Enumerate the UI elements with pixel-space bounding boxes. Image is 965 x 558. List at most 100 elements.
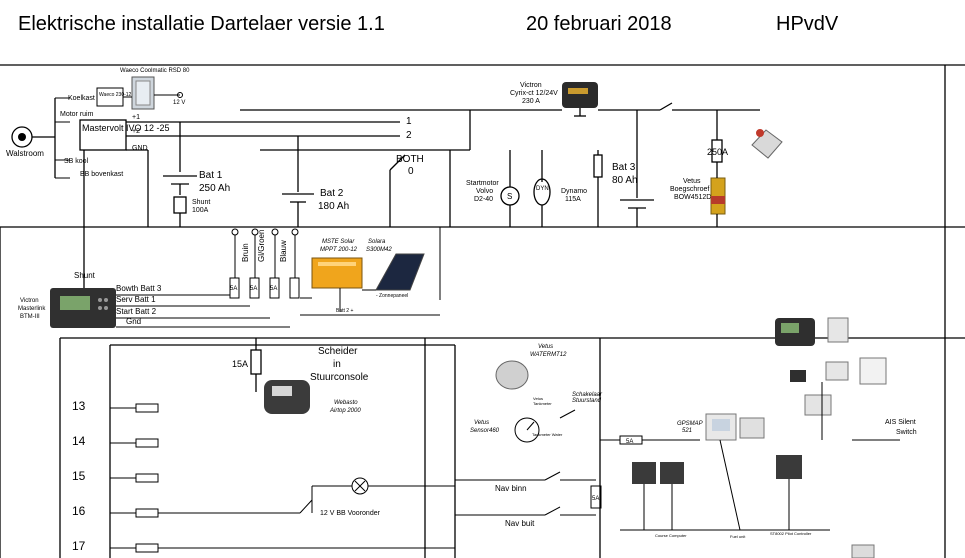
sensor-model-label: Sensor460 (470, 428, 500, 434)
fuse-15a-label: 15A (232, 359, 248, 369)
solar-batt2: Batt 2 + (336, 308, 353, 314)
d240-label: D2-40 (474, 196, 493, 203)
waeco-12v-label: 12 V (173, 100, 185, 106)
fuel-unit-label: Fuel unit (730, 534, 746, 539)
bat3-capacity: 80 Ah (612, 175, 638, 186)
waeco-title: Waeco Coolmatic RSD 80 (120, 68, 190, 74)
cyrix-rating: 230 A (522, 98, 540, 105)
console-line3: Stuurconsole (310, 372, 369, 383)
helm-switch: Schakelaar Stuurstand 5A (559, 392, 700, 445)
charger-box (79, 119, 127, 151)
plotter-icon (859, 357, 887, 385)
battery-switch: 1 2 BOTH 0 (240, 109, 471, 227)
monitor-name: Masterlink (18, 306, 46, 312)
fuse-solar (289, 277, 300, 299)
navigation: Nav binn Nav buit 5A GPSMAP 521 AIS Sile… (455, 317, 917, 558)
circuit-15: 15 (72, 469, 86, 483)
bat2-label: Bat 2 (320, 188, 344, 199)
bow-thruster: 250A Vetus Boegschroef BOW4512D (670, 110, 783, 227)
cyrix-relay-icon (562, 82, 598, 108)
nav-buit-label: Nav buit (505, 519, 535, 528)
startmotor-s: S (507, 192, 512, 201)
nav-fuse (590, 485, 602, 509)
fuse-b-label: 5A (250, 286, 257, 292)
fuse-15a (250, 349, 262, 375)
monitor-bowth: Bowth Batt 3 (116, 284, 162, 293)
circuit-16: 16 (72, 504, 86, 518)
charger-plus1: +1 (132, 114, 140, 121)
cyrix-model: Cyrix-ct 12/24V (510, 90, 558, 97)
shunt-box (173, 196, 187, 214)
koelkast-label: Koelkast (68, 95, 95, 102)
waeco-box-label: Waeco 230-12 (99, 92, 132, 98)
batteries: Bat 1 250 Ah Shunt 100A Bat 2 180 Ah Bat… (163, 110, 654, 227)
solar-ctrl-title: MSTE Solar (322, 239, 355, 245)
handheld-device-icon (851, 544, 875, 558)
switch-pos-1: 1 (406, 116, 412, 127)
main-bus-wires (0, 64, 965, 558)
instrument-2-icon (660, 462, 684, 484)
console-section: 15A Scheider in Stuurconsole Webasto Air… (232, 338, 369, 414)
schakelaar-line2: Stuurstand (572, 398, 602, 404)
instrument-3-icon (776, 455, 802, 479)
schakelaar-fuse-label: 5A (626, 439, 633, 445)
sensor-brand: Vetus (538, 344, 553, 350)
cable-geel: Gl/Groen (257, 230, 266, 262)
bow-model: BOW4512D (674, 194, 711, 201)
switch-pos-2: 2 (406, 130, 412, 141)
lamp-label: 12 V BB Vooronder (320, 510, 381, 517)
circuit-rows: 13 14 15 16 17 12 V BB Vooronder (72, 399, 455, 553)
diagram-author: HPvdV (776, 13, 839, 35)
circuit-13: 13 (72, 399, 86, 413)
fuse-c-label: 5A (270, 286, 277, 292)
monitor-serv: Serv Batt 1 (116, 295, 156, 304)
antenna-icon (790, 370, 806, 382)
fuse-15 (135, 473, 159, 483)
dynamo-label: Dynamo (561, 188, 587, 195)
course-computer-label: Course Computer (655, 533, 687, 538)
instrument-1-icon (632, 462, 656, 484)
shunt-label: Shunt (192, 199, 210, 206)
sensor-model: WATERMT12 (530, 352, 567, 358)
ais-switch-l1: AIS Silent (885, 419, 916, 426)
nav-binn-label: Nav binn (495, 484, 527, 493)
victron-cyrix: Victron Cyrix-ct 12/24V 230 A (470, 82, 760, 117)
ais-switch-l2: Switch (896, 429, 917, 436)
diagram-title: Elektrische installatie Dartelaer versie… (18, 13, 385, 35)
solar-panel-model: S300M42 (366, 247, 392, 253)
bat1-capacity: 250 Ah (199, 183, 230, 194)
schakelaar-line1: Schakelaar (572, 392, 603, 398)
charger-name: Mastervolt IVO 12 -25 (82, 123, 170, 133)
sb-kool-label: SB kool (64, 158, 89, 165)
diagram-date: 20 februari 2018 (526, 13, 672, 35)
bat2-capacity: 180 Ah (318, 201, 349, 212)
solar-minus: - Zonnepaneel (376, 293, 408, 299)
charger-gnd: GND (132, 145, 148, 152)
splitter-icon (825, 361, 849, 381)
bow-fuse-label: 250A (707, 147, 728, 157)
fuse-a-label: 5A (230, 286, 237, 292)
switch-pos-0: 0 (408, 166, 414, 177)
cable-blauw: Blauw (279, 240, 288, 262)
st-pilot-label: ST8002 Pilot Controller (770, 531, 812, 536)
laptop-icon (804, 394, 832, 416)
monitor-model: BTM-III (20, 314, 40, 320)
battery-monitor: Shunt Bowth Batt 3 Serv Batt 1 Start Bat… (18, 150, 290, 328)
sensor-label: Vetus (474, 420, 489, 426)
monitor-gnd: Gnd (126, 317, 141, 326)
cable-terminals: Bruin Gl/Groen Blauw 5A 5A 5A (229, 228, 300, 299)
tank-meter-label: Tankmeter Water (532, 432, 563, 437)
bow-name: Boegschroef (670, 186, 709, 193)
dynamo-symbol: DYN (536, 186, 549, 192)
fuse-16 (135, 508, 159, 518)
startmotor-label: Startmotor (466, 180, 499, 187)
tank-meter-brand: Vetus (533, 396, 543, 401)
motorruim-label: Motor ruim (60, 111, 94, 118)
switch-pos-both: BOTH (396, 154, 424, 165)
water-sensor-icon (495, 360, 529, 390)
solar-panel-icon (375, 253, 425, 291)
fuse-13 (135, 403, 159, 413)
tank-sensor: Vetus WATERMT12 Vetus Sensor460 Tankmete… (470, 344, 567, 443)
walstroom-label: Walstroom (6, 149, 44, 158)
mastervolt-charger: Mastervolt IVO 12 -25 +1 +2 GND (79, 114, 380, 227)
